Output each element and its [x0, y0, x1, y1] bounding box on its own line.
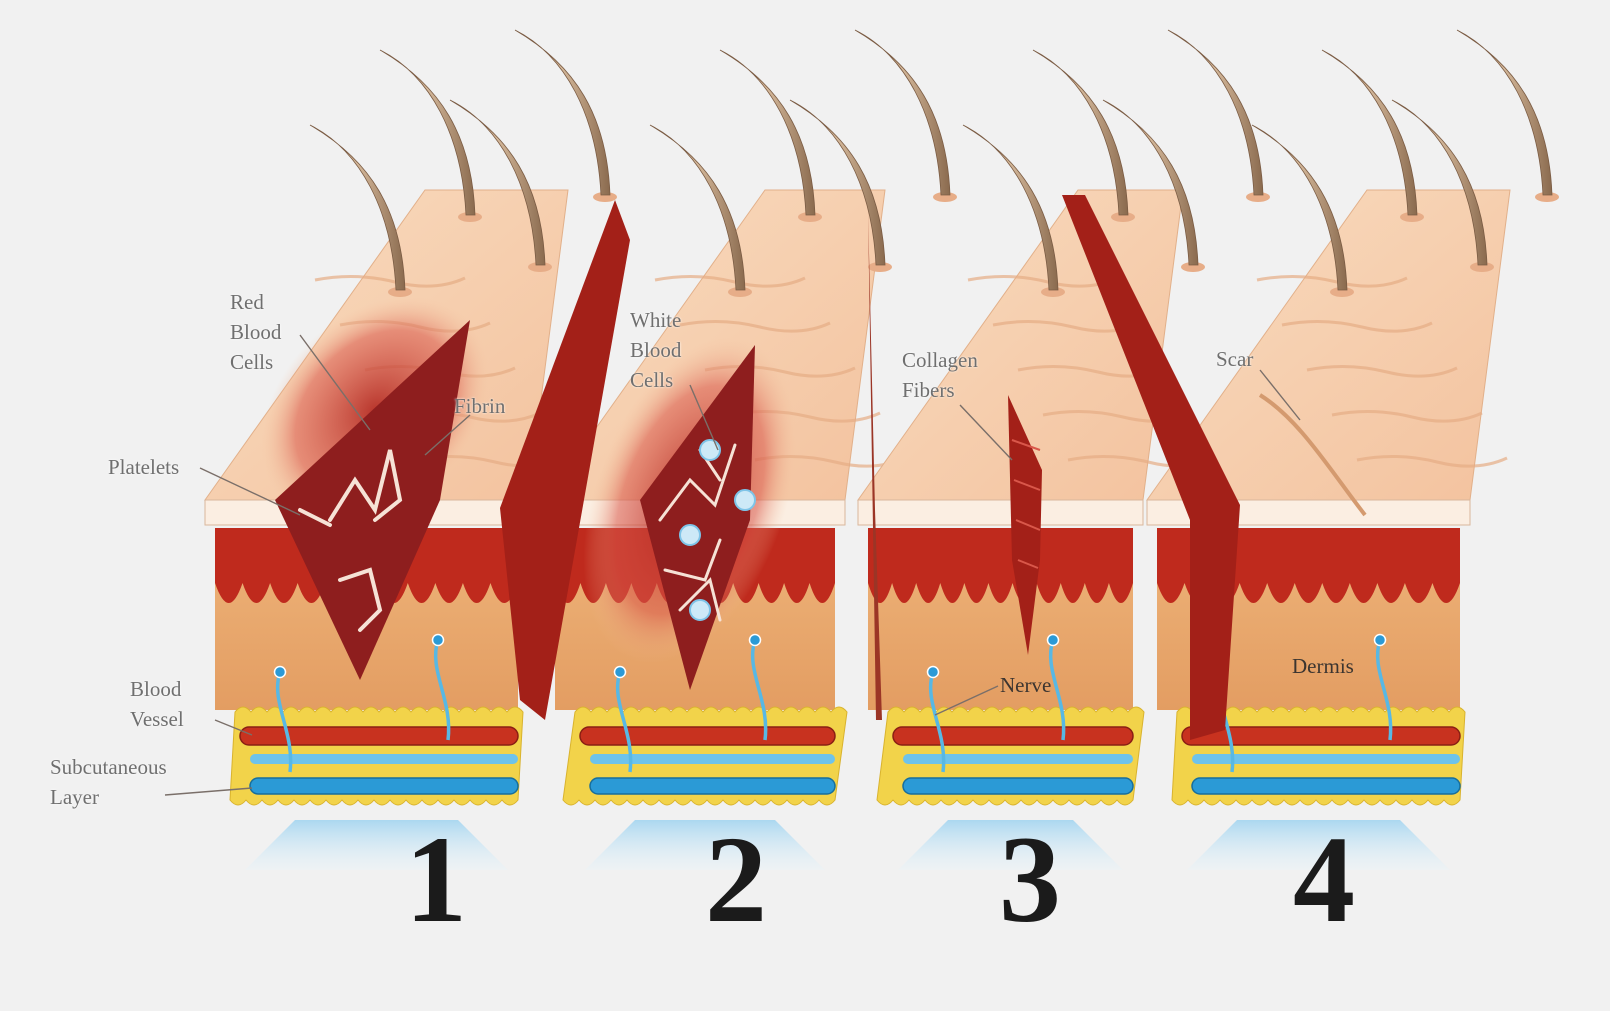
blood-vessel-icon: [903, 754, 1133, 764]
label-red-blood-cells: Red Blood Cells: [230, 287, 281, 377]
blood-vessel-icon: [240, 727, 518, 745]
blood-vessel-icon: [1192, 778, 1460, 794]
label-platelets: Platelets: [108, 452, 179, 482]
blood-vessel-icon: [893, 727, 1133, 745]
white-blood-cell: [690, 600, 710, 620]
label-blood-vessel: Blood Vessel: [130, 674, 184, 734]
stage-number-1: 1: [376, 818, 496, 942]
papillary-dermis: [868, 528, 1133, 603]
blood-vessel-icon: [250, 778, 518, 794]
white-blood-cell: [700, 440, 720, 460]
nerve-ending: [275, 667, 286, 678]
blood-vessel-icon: [580, 727, 835, 745]
nerve-ending: [1375, 635, 1386, 646]
label-scar: Scar: [1216, 344, 1253, 374]
white-blood-cell: [735, 490, 755, 510]
label-subcutaneous-layer: Subcutaneous Layer: [50, 752, 167, 812]
label-collagen-fibers: Collagen Fibers: [902, 345, 978, 405]
label-white-blood-cells: White Blood Cells: [630, 305, 681, 395]
nerve-ending: [928, 667, 939, 678]
stage-number-4: 4: [1264, 818, 1384, 942]
white-blood-cell: [680, 525, 700, 545]
blood-vessel-icon: [590, 778, 835, 794]
blood-vessel-icon: [903, 778, 1133, 794]
nerve-ending: [615, 667, 626, 678]
blood-vessel-icon: [590, 754, 835, 764]
epidermis-layer: [858, 500, 1143, 525]
nerve-ending: [750, 635, 761, 646]
label-dermis: Dermis: [1292, 651, 1354, 681]
label-fibrin: Fibrin: [454, 391, 505, 421]
stage-number-2: 2: [676, 818, 796, 942]
label-nerve: Nerve: [1000, 670, 1051, 700]
stage-number-3: 3: [970, 818, 1090, 942]
nerve-ending: [433, 635, 444, 646]
nerve-ending: [1048, 635, 1059, 646]
